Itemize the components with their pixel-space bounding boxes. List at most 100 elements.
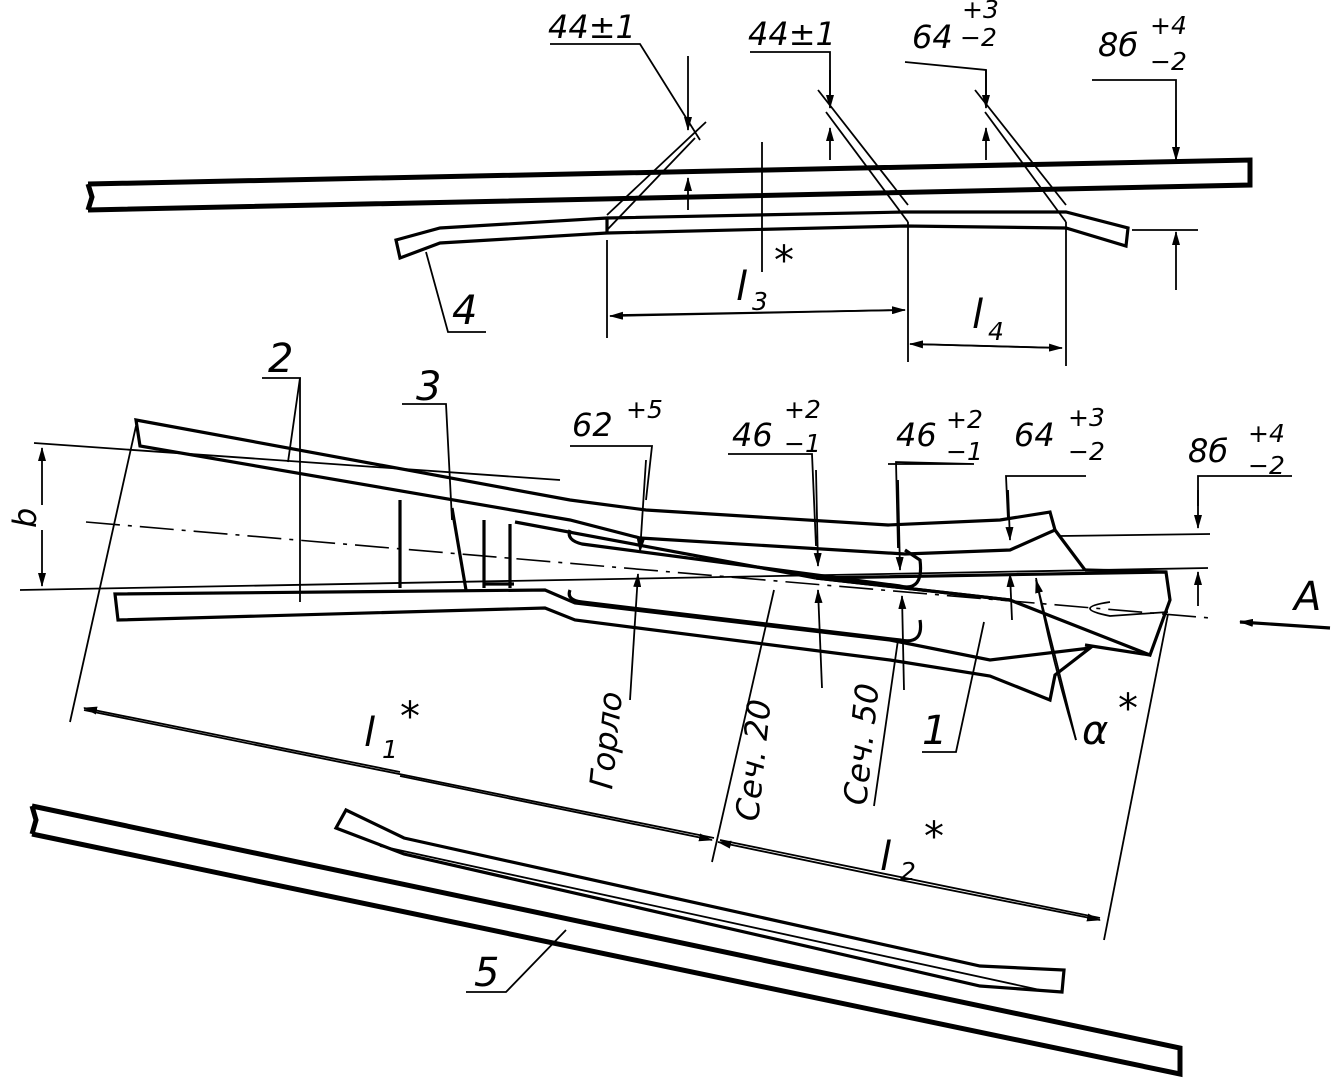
dim-86: 8б [1098, 26, 1138, 64]
rib [450, 507, 468, 591]
dim-l3 [609, 309, 901, 320]
top-view: 44±1 44±1 64 +3 −2 8б +4 −2 l 3 * l 4 4 [85, 0, 1253, 366]
frog-edge [1084, 643, 1151, 657]
dim-l1 [83, 709, 715, 839]
ext-line [1103, 613, 1169, 941]
item-5-label: 5 [474, 950, 499, 996]
bottom-view: 5 [29, 803, 1183, 1078]
dim-46b: 46 [896, 416, 937, 454]
label-b: b [6, 508, 44, 528]
rail-end-break [85, 183, 95, 211]
convergence [815, 576, 1011, 602]
rail-inner-line [379, 845, 1041, 991]
dim-64-upper: +3 [962, 0, 999, 24]
ext-line [1059, 533, 1211, 537]
wing-rail-lower [113, 588, 1096, 703]
leader-item5 [466, 929, 567, 993]
label-alpha-star: * [1118, 686, 1138, 732]
dim-44-first: 44±1 [548, 8, 636, 46]
dim-46b-dn: −1 [946, 437, 983, 466]
item-2-label: 2 [268, 336, 293, 382]
label-l1: l [364, 710, 375, 756]
dim-64m-dn: −2 [1068, 437, 1105, 466]
item-1-label: 1 [922, 708, 947, 754]
bottom-rail [31, 803, 1183, 1078]
label-gorlo: Горло [582, 690, 630, 791]
label-l1-sub: 1 [382, 735, 398, 764]
main-view: b 2 3 62 +5 Горло 46 +2 −1 Сеч. 20 46 +2… [6, 336, 1331, 941]
section-line [606, 137, 696, 231]
label-alpha: α [1082, 708, 1108, 754]
dim-46a-up: +2 [784, 395, 821, 424]
label-l3-sub: 3 [752, 287, 768, 316]
leader-item4 [425, 251, 486, 333]
convergence [514, 520, 817, 580]
section-line [606, 121, 707, 216]
dim-64m: 64 [1014, 416, 1055, 454]
label-l3-star: * [774, 238, 794, 284]
leader-item3 [402, 403, 453, 521]
dim-arrow [636, 459, 647, 553]
leader-64m [1005, 475, 1086, 521]
section-line [817, 89, 909, 206]
dim-86-lower: −2 [1150, 47, 1187, 76]
dim-86m-up: +4 [1248, 419, 1285, 448]
dim-86-upper: +4 [1150, 11, 1187, 40]
frog-slot [1089, 601, 1169, 617]
label-sec50: Сеч. 50 [836, 682, 887, 807]
label-l2-star: * [924, 814, 944, 860]
leader-44a [550, 43, 701, 141]
leader-64 [904, 61, 987, 96]
leader-86 [1092, 79, 1177, 160]
dim-arrow [895, 479, 904, 571]
top-rail [87, 157, 1253, 213]
dim-arrow [83, 706, 401, 773]
bottom-point-rail [333, 807, 1066, 994]
rail-end-break [29, 805, 39, 835]
dim-arrow [1005, 489, 1014, 541]
dim-46a: 46 [732, 416, 773, 454]
dim-arrow [399, 775, 713, 842]
leader-44b [750, 51, 831, 96]
dim-64m-up: +3 [1068, 403, 1105, 432]
dim-l2 [719, 839, 1101, 919]
sec50-line [873, 639, 899, 807]
label-l2-sub: 2 [900, 857, 916, 886]
section-line [984, 111, 1067, 223]
dim-86m: 8б [1188, 432, 1228, 470]
section-line [825, 111, 909, 223]
frog-outline [567, 589, 923, 643]
leader-46a [728, 453, 817, 547]
view-a-arrow [1239, 618, 1331, 630]
alpha-arrow [1035, 579, 1077, 741]
label-sec20: Сеч. 20 [728, 698, 779, 823]
sec20-line [711, 589, 775, 863]
dim-46a-dn: −1 [784, 429, 821, 458]
leader-86m [1197, 475, 1292, 506]
dim-arrow [899, 879, 1101, 922]
dim-arrow [717, 840, 901, 881]
dim-l4 [909, 340, 1061, 349]
dim-62: 62 [572, 406, 613, 444]
dim-arrow [629, 573, 642, 701]
rail-end [1053, 529, 1087, 571]
label-l4-sub: 4 [988, 317, 1004, 346]
section-line [974, 89, 1067, 206]
leader-item1 [922, 621, 985, 753]
dim-62-tol: +5 [626, 395, 663, 424]
b-ref-line [19, 567, 1209, 591]
dim-46b-up: +2 [946, 405, 983, 434]
dim-64-lower: −2 [960, 23, 997, 52]
item-4-label: 4 [452, 288, 477, 334]
dim-64: 64 [912, 18, 953, 56]
dim-arrow [813, 469, 822, 567]
ext-line [69, 425, 137, 723]
dim-44-second: 44±1 [748, 15, 836, 53]
label-l2: l [880, 834, 891, 880]
label-l3: l [736, 264, 747, 310]
label-l4: l [972, 292, 983, 338]
label-view-a: A [1291, 574, 1321, 620]
ribs [398, 500, 512, 588]
axis-line [85, 521, 1211, 619]
